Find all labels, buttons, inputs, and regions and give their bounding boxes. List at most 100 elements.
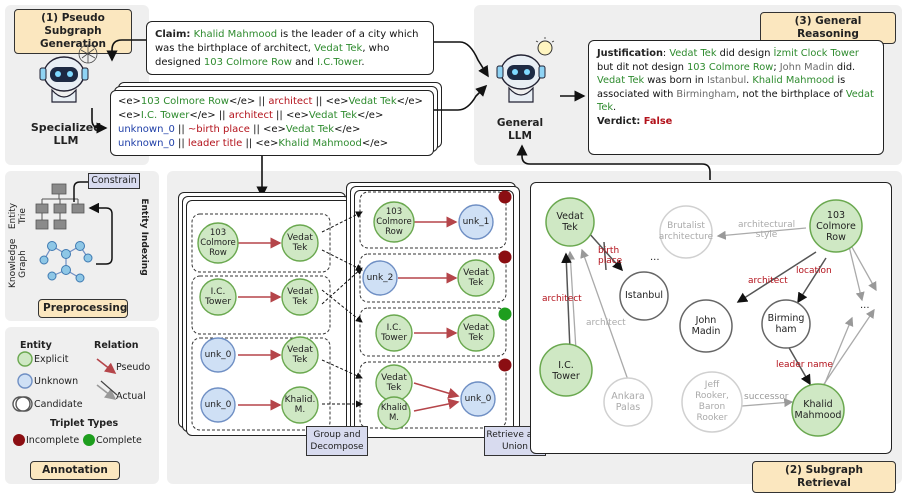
retrieved-node-label: 103 Colmore Row xyxy=(376,207,412,237)
kg-node-colmore xyxy=(809,199,863,253)
retrieved-group-3 xyxy=(359,307,507,357)
general-llm-label: General LLM xyxy=(496,117,544,142)
text-run: 103 Colmore Row xyxy=(140,96,229,107)
retrieved-node-label: I.C. Tower xyxy=(380,323,408,343)
triples-box: <e>103 Colmore Row</e> || architect || <… xyxy=(110,90,434,156)
text-run: architect xyxy=(228,110,273,121)
text-run: </e> xyxy=(361,138,389,149)
kg-node-brutalist xyxy=(659,205,713,259)
text-run: Vedat Tek xyxy=(597,88,874,114)
legend-relation-header: Relation xyxy=(94,340,139,351)
text-run: || xyxy=(174,124,188,135)
legend-triplet-types: Triplet Types xyxy=(50,418,119,429)
text-run: </e> xyxy=(334,124,361,135)
kg-label-colmore: 103 Colmore Row xyxy=(816,210,856,243)
text-run: </e> || xyxy=(189,110,229,121)
text-run: Vedat Tek xyxy=(314,43,363,54)
text-run: . xyxy=(746,75,753,87)
kg-node-birm xyxy=(761,299,811,349)
kg-edge-birth-place: birth place xyxy=(598,246,623,266)
retrieved-node-label: unk_0 xyxy=(464,394,492,404)
kg-label-jeff: Jeff Rooker, Baron Rooker xyxy=(695,380,729,423)
retrieved-node-label: Khalid M. xyxy=(380,403,408,423)
kg-node-jeff xyxy=(681,371,743,433)
text-run: Vedat Tek xyxy=(669,48,717,59)
kg-label-ictower: I.C. Tower xyxy=(552,360,580,382)
retrieved-node-label: Vedat Tek xyxy=(381,373,407,393)
legend-candidate: Candidate xyxy=(34,399,83,410)
text-run: || <e> xyxy=(249,124,286,135)
retrieved-node xyxy=(373,201,415,243)
pseudo-node xyxy=(281,224,319,262)
text-run: : xyxy=(662,48,670,59)
verdict-label: Verdict xyxy=(597,115,637,127)
status-dot-incomplete xyxy=(498,190,512,204)
text-run: Khalid Mahmood xyxy=(752,75,835,87)
retrieved-node-label: unk_2 xyxy=(366,273,394,283)
text-run: , who designed xyxy=(155,43,390,68)
kg-edge-successor: successor xyxy=(744,392,789,402)
legend-complete: Complete xyxy=(96,435,142,446)
retrieved-node xyxy=(457,314,495,352)
pseudo-node-label: I.C. Tower xyxy=(204,287,232,307)
pseudo-node-label: Vedat Tek xyxy=(287,287,313,307)
legend-actual: Actual xyxy=(116,391,146,402)
status-dot-incomplete xyxy=(498,358,512,372)
retrieved-node xyxy=(457,259,495,297)
text-run: Vedat Tek xyxy=(348,96,397,107)
kg-label-vedat: Vedat Tek xyxy=(556,211,584,233)
kg-edge-architect-1: architect xyxy=(542,294,582,304)
retrieved-group-2 xyxy=(359,253,507,303)
group-decompose-label: Group and Decompose xyxy=(306,426,368,456)
text-run: Vedat Tek xyxy=(285,124,335,135)
text-run: Birmingham xyxy=(676,88,737,100)
text-run: </e> xyxy=(357,110,384,121)
text-run: was born in xyxy=(644,75,707,87)
kg-label-khalid: Khalid Mahmood xyxy=(794,399,842,421)
text-run: Istanbul xyxy=(706,75,747,87)
triple-line: <e>103 Colmore Row</e> || architect || <… xyxy=(118,95,426,109)
pseudo-node-label: Vedat Tek xyxy=(287,345,313,365)
claim-text: Khalid Mahmood is the leader of a city w… xyxy=(155,29,418,68)
text-run: Vedat Tek xyxy=(308,110,358,121)
kg-node-istanbul xyxy=(619,271,669,321)
text-run: , not the birthplace of xyxy=(736,88,846,100)
kg-edge-architect-2: architect xyxy=(586,318,626,328)
text-run: John Madin xyxy=(779,61,834,73)
text-run: 103 Colmore Row xyxy=(203,57,292,68)
text-run: . xyxy=(361,57,365,68)
text-run: Khalid Mahmood xyxy=(193,29,278,40)
text-run: ; xyxy=(773,61,780,73)
retrieved-group-4 xyxy=(359,361,507,429)
retrieved-node-label: unk_1 xyxy=(462,217,490,227)
retrieved-node xyxy=(377,396,411,430)
legend-graphics xyxy=(12,351,118,446)
text-run: . xyxy=(613,102,617,114)
text-run: did design xyxy=(716,48,774,59)
legend-pseudo: Pseudo xyxy=(116,362,151,373)
justification-label: Justification xyxy=(597,48,663,59)
pseudo-node xyxy=(199,278,237,316)
entity-trie-icon xyxy=(35,181,113,283)
kg-node-ankara xyxy=(603,377,653,427)
preprocessing-title: Preprocessing xyxy=(38,299,128,318)
pseudo-node xyxy=(197,222,239,264)
triple-line: unknown_0 || ~birth place || <e>Vedat Te… xyxy=(118,123,426,137)
pseudo-node xyxy=(200,337,236,373)
kg-edge-ellipsis-1: ... xyxy=(650,252,660,263)
text-run: || <e> xyxy=(272,110,309,121)
kg-edge-ellipsis-2: ... xyxy=(860,300,870,311)
kg-label-birm: Birming ham xyxy=(767,313,805,335)
pseudo-group-3 xyxy=(191,337,331,431)
kg-edge-architect-3: architect xyxy=(748,276,788,286)
text-run: </e> xyxy=(396,96,423,107)
annotation-title: Annotation xyxy=(30,461,120,480)
kg-label-brutalist: Brutalist architecture xyxy=(658,221,714,242)
text-run: is associated with xyxy=(597,75,846,100)
text-run: Vedat Tek xyxy=(597,75,645,87)
pseudo-group-2 xyxy=(191,275,331,335)
status-dot-incomplete xyxy=(498,250,512,264)
